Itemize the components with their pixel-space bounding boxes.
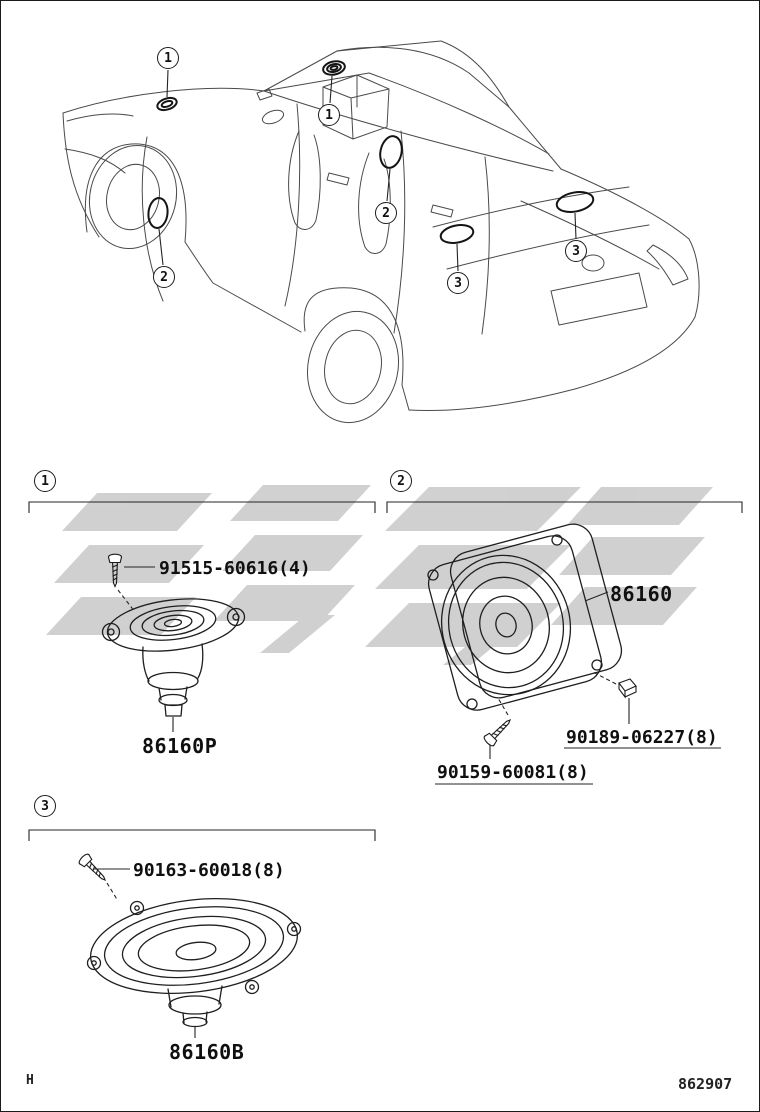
clip-guide-dash bbox=[590, 670, 617, 685]
speaker-location-holes bbox=[147, 60, 595, 244]
section-2-badge: 2 bbox=[390, 470, 412, 492]
part-label-90189-06227: 90189-06227(8) bbox=[566, 727, 718, 748]
screw-guide-dash-3 bbox=[106, 882, 119, 902]
car-callout-3-a: 3 bbox=[447, 272, 469, 294]
screw-icon-2 bbox=[482, 714, 516, 748]
part-label-90159-60081: 90159-60081(8) bbox=[437, 762, 589, 783]
car-callout-2-b: 2 bbox=[375, 202, 397, 224]
section3-leader-lines bbox=[94, 868, 196, 1038]
oval-speaker-drawing bbox=[86, 897, 302, 1028]
part-label-86160: 86160 bbox=[610, 582, 673, 606]
tweeter-speaker-drawing bbox=[101, 598, 246, 717]
car-callout-1-a: 1 bbox=[157, 47, 179, 69]
section-brackets bbox=[28, 501, 743, 841]
screw-guide-dash-1 bbox=[117, 589, 136, 613]
section2-leader-lines bbox=[435, 591, 721, 785]
part-label-90163-60018: 90163-60018(8) bbox=[133, 860, 285, 881]
doc-number: 862907 bbox=[678, 1075, 733, 1093]
car-callout-3-b: 3 bbox=[565, 240, 587, 262]
door-speaker-drawing bbox=[427, 523, 623, 711]
screw-guide-dash-2 bbox=[497, 697, 509, 716]
section-3-badge: 3 bbox=[34, 795, 56, 817]
watermark-logo bbox=[46, 485, 713, 665]
car-wireframe bbox=[62, 40, 700, 424]
part-label-91515-60616: 91515-60616(4) bbox=[159, 558, 311, 579]
car-callout-2-a: 2 bbox=[153, 266, 175, 288]
clip-icon bbox=[618, 678, 637, 699]
part-label-86160B: 86160B bbox=[169, 1040, 245, 1064]
page-code-letter: H bbox=[26, 1073, 34, 1088]
car-callout-1-b: 1 bbox=[318, 104, 340, 126]
section-1-badge: 1 bbox=[34, 470, 56, 492]
callout-leader-lines bbox=[158, 69, 577, 272]
part-label-86160P: 86160P bbox=[142, 734, 218, 758]
section1-leader-lines bbox=[124, 566, 174, 732]
